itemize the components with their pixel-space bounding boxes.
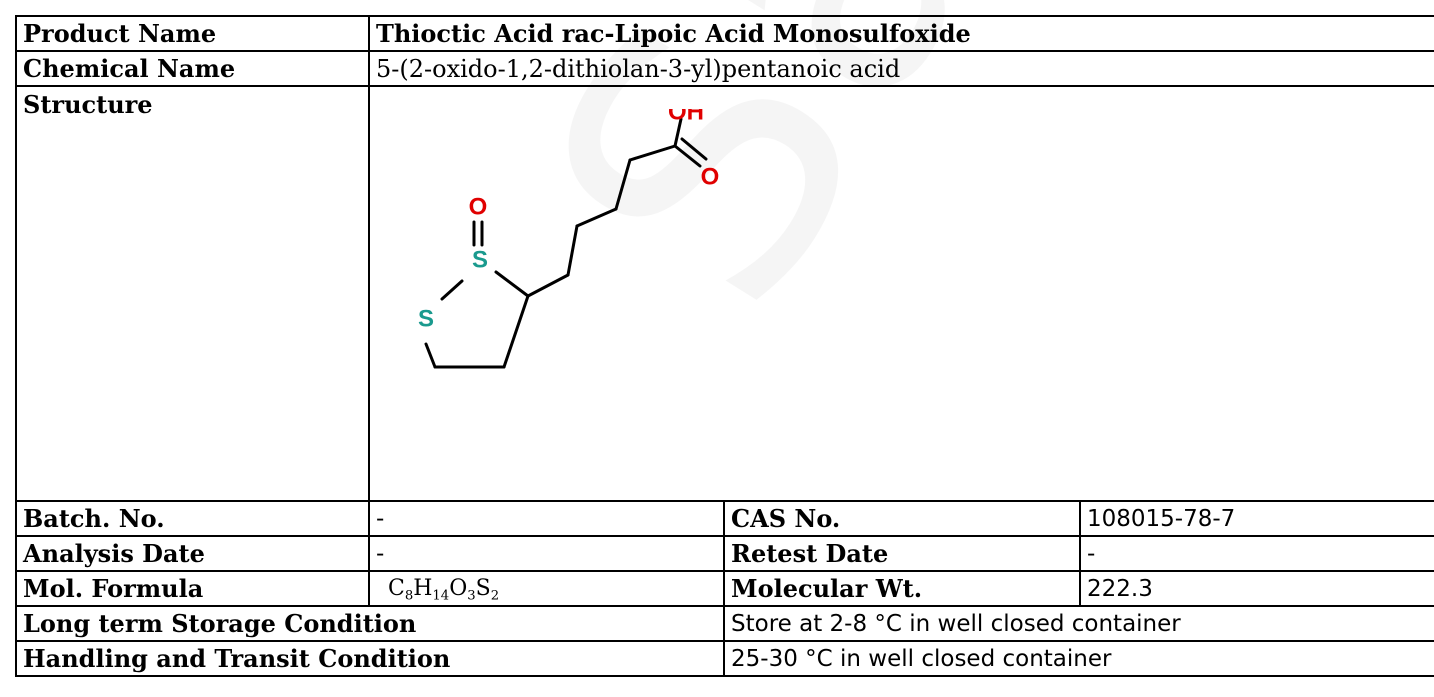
analysis-date-label: Analysis Date bbox=[15, 535, 370, 572]
row-storage: Long term Storage Condition Store at 2-8… bbox=[15, 605, 1434, 642]
formula-c-count: 8 bbox=[404, 588, 414, 604]
ring-s-atom-label: S bbox=[418, 306, 434, 333]
batch-no-value: - bbox=[368, 500, 725, 537]
structure-cell: OH O O S S bbox=[367, 85, 1434, 502]
bond-co-b bbox=[680, 137, 708, 161]
sulfoxide-o-atom-label: O bbox=[469, 194, 488, 221]
storage-condition-value: Store at 2-8 °C in well closed container bbox=[722, 605, 1434, 642]
bond-ring-4 bbox=[494, 270, 530, 298]
chemical-name-value: 5-(2-oxido-1,2-dithiolan-3-yl)pentanoic … bbox=[367, 50, 1434, 87]
bond-chain-5 bbox=[628, 144, 677, 162]
formula-s: S bbox=[475, 575, 491, 601]
analysis-date-value: - bbox=[368, 535, 725, 572]
row-formula: Mol. Formula C8H14O3S2 Molecular Wt. 222… bbox=[15, 570, 1434, 607]
molecular-wt-label: Molecular Wt. bbox=[723, 570, 1081, 607]
row-handling: Handling and Transit Condition 25-30 °C … bbox=[15, 640, 1434, 677]
row-structure: Structure bbox=[15, 85, 1434, 502]
molecular-wt-value: 222.3 bbox=[1078, 570, 1434, 607]
formula-o-count: 3 bbox=[467, 588, 476, 604]
row-product-name: Product Name Thioctic Acid rac-Lipoic Ac… bbox=[15, 15, 1434, 52]
carbonyl-o-atom-label: O bbox=[701, 164, 720, 191]
sulfoxide-s-atom-label: S bbox=[472, 247, 488, 274]
bond-ring-3 bbox=[502, 294, 530, 369]
cas-no-value: 108015-78-7 bbox=[1078, 500, 1434, 537]
row-batch: Batch. No. - CAS No. 108015-78-7 bbox=[15, 500, 1434, 537]
bond-chain-1 bbox=[526, 273, 570, 298]
coa-table: Product Name Thioctic Acid rac-Lipoic Ac… bbox=[15, 15, 1434, 677]
formula-h-count: 14 bbox=[432, 588, 450, 604]
retest-date-value: - bbox=[1078, 535, 1434, 572]
formula-c: C bbox=[388, 575, 405, 601]
bond-chain-3 bbox=[575, 207, 618, 228]
chemical-name-label: Chemical Name bbox=[15, 50, 370, 87]
handling-condition-label: Handling and Transit Condition bbox=[15, 640, 725, 677]
bond-ring-1 bbox=[424, 342, 437, 369]
row-chemical-name: Chemical Name 5-(2-oxido-1,2-dithiolan-3… bbox=[15, 50, 1434, 87]
product-name-label: Product Name bbox=[15, 15, 370, 52]
bond-co-a bbox=[673, 144, 702, 168]
storage-condition-label: Long term Storage Condition bbox=[15, 605, 725, 642]
mol-formula-value: C8H14O3S2 bbox=[368, 570, 725, 607]
batch-no-label: Batch. No. bbox=[15, 500, 370, 537]
mol-formula-label: Mol. Formula bbox=[15, 570, 370, 607]
oh-atom-label: OH bbox=[668, 109, 704, 126]
formula-s-count: 2 bbox=[490, 588, 500, 604]
bond-s-s bbox=[440, 279, 464, 301]
handling-condition-value: 25-30 °C in well closed container bbox=[722, 640, 1434, 677]
bond-chain-2 bbox=[566, 224, 579, 277]
row-analysis: Analysis Date - Retest Date - bbox=[15, 535, 1434, 572]
formula-h: H bbox=[413, 575, 433, 601]
retest-date-label: Retest Date bbox=[723, 535, 1081, 572]
bond-chain-4 bbox=[614, 158, 632, 211]
cas-no-label: CAS No. bbox=[723, 500, 1081, 537]
structure-label: Structure bbox=[15, 85, 370, 502]
formula-o: O bbox=[449, 575, 468, 601]
molecule-structure: OH O O S S bbox=[418, 109, 720, 369]
bonds bbox=[424, 117, 708, 369]
bond-c-oh bbox=[673, 117, 683, 148]
product-name-value: Thioctic Acid rac-Lipoic Acid Monosulfox… bbox=[367, 15, 1434, 52]
